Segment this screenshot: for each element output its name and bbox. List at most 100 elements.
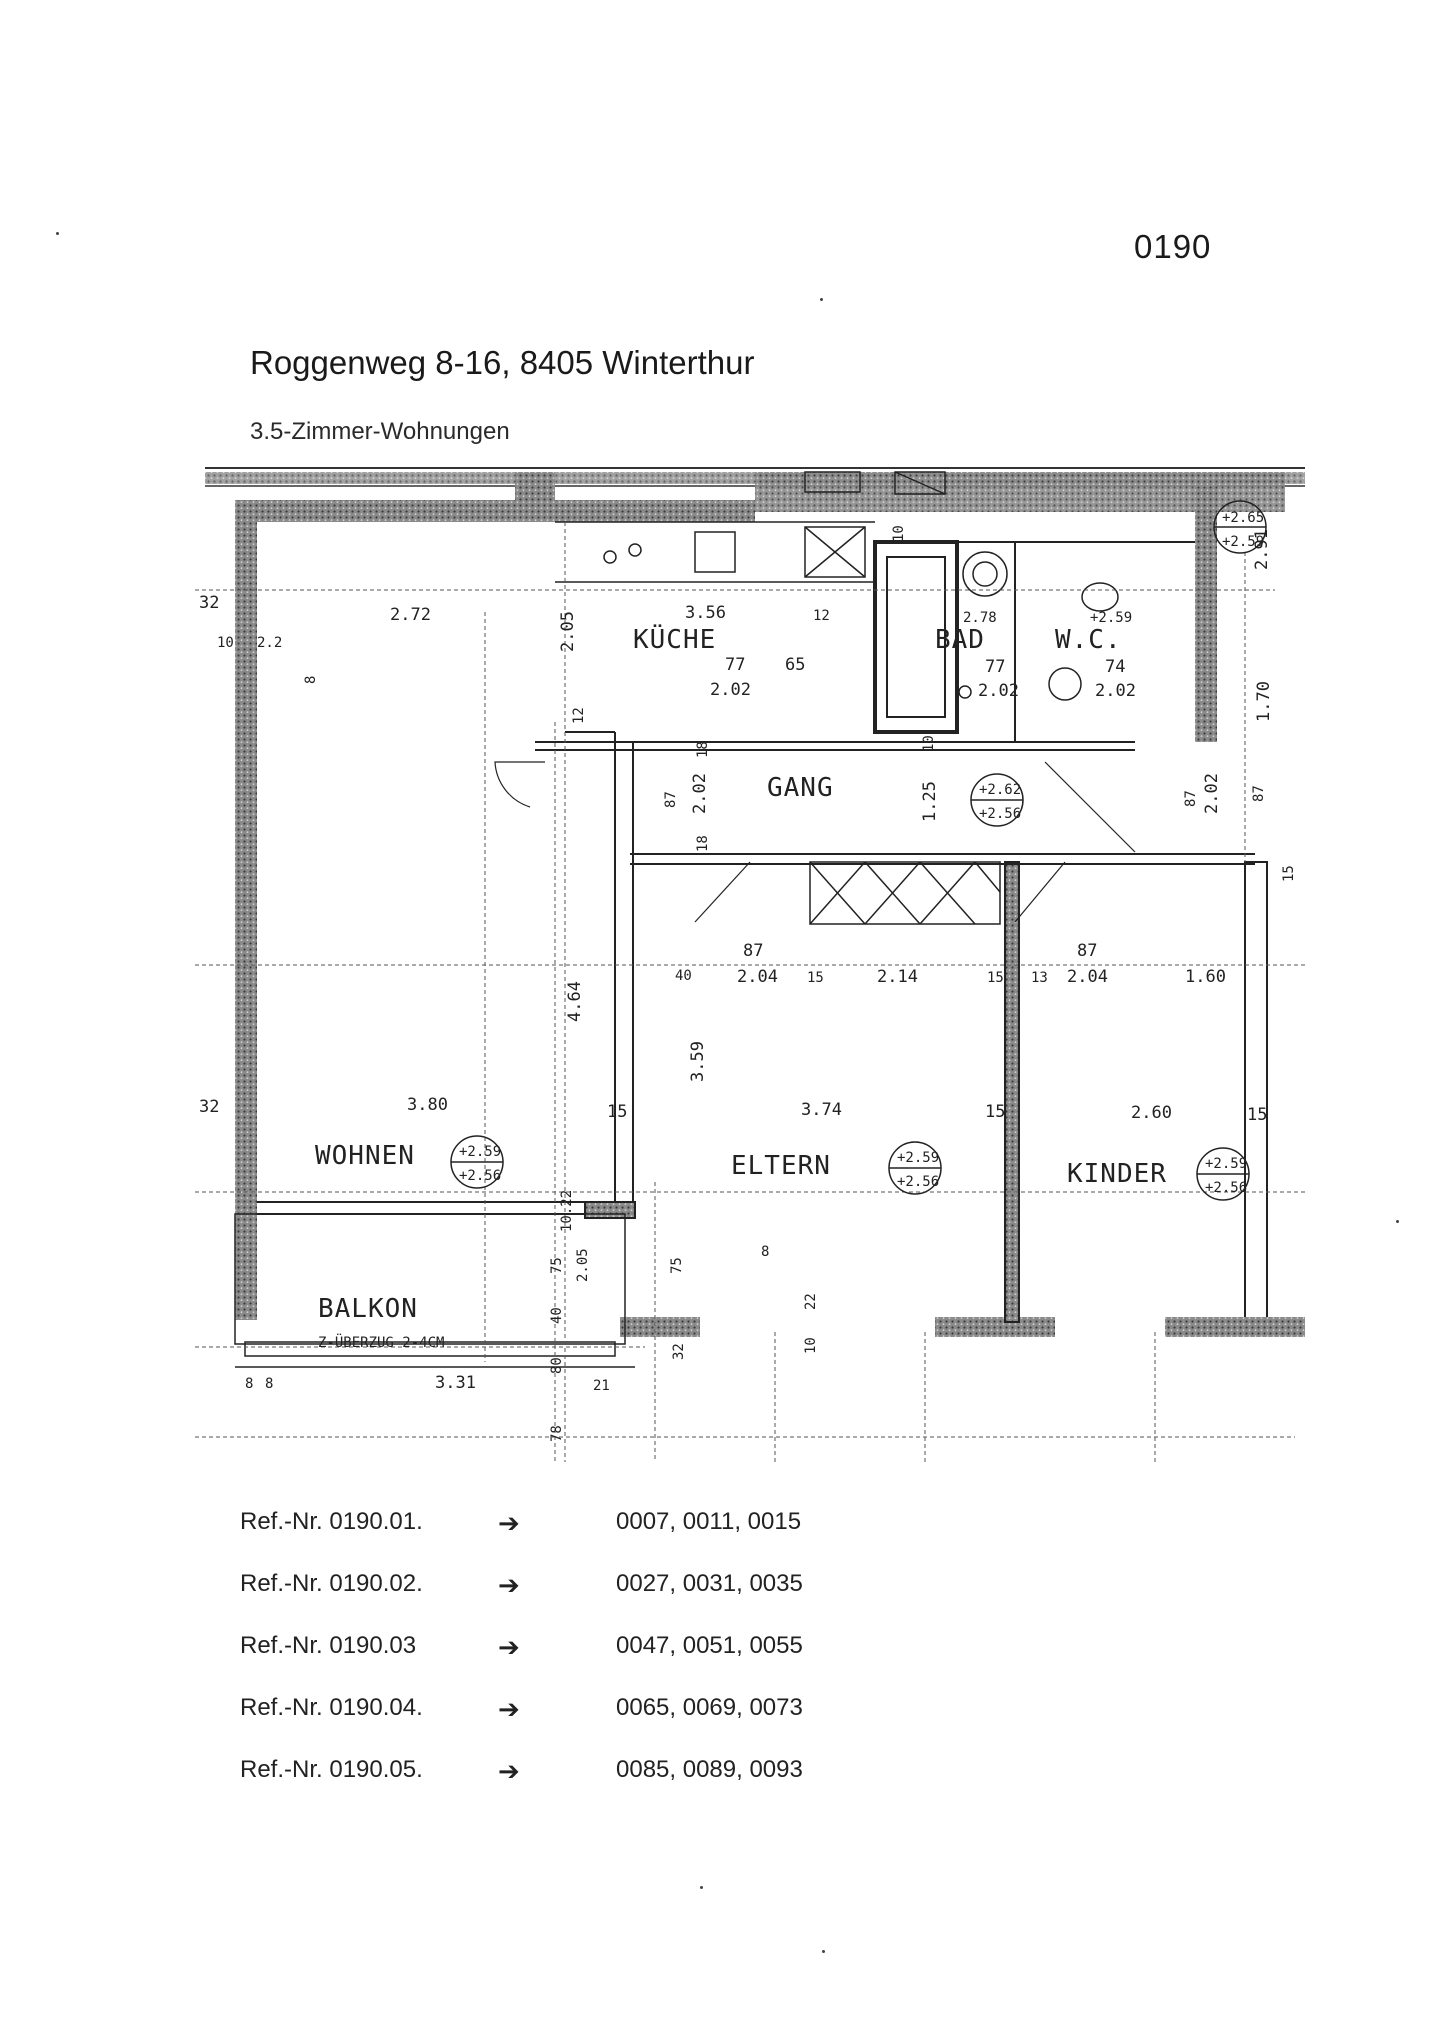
svg-text:32: 32 [199, 593, 219, 613]
reference-values: 0007, 0011, 0015 [616, 1508, 802, 1535]
svg-text:2.2: 2.2 [257, 635, 282, 651]
svg-text:2.14: 2.14 [877, 967, 918, 987]
svg-text:78: 78 [549, 1425, 565, 1442]
svg-text:32: 32 [671, 1343, 687, 1360]
svg-text:15: 15 [807, 970, 824, 986]
svg-text:2.91: 2.91 [1252, 529, 1272, 570]
svg-text:10.22: 10.22 [559, 1190, 575, 1232]
scan-speck [822, 1950, 825, 1953]
svg-text:1.70: 1.70 [1254, 681, 1274, 722]
svg-text:77: 77 [725, 655, 745, 675]
svg-text:77: 77 [985, 657, 1005, 677]
svg-text:+2.56: +2.56 [897, 1174, 939, 1190]
svg-text:15: 15 [987, 970, 1004, 986]
scan-speck [700, 1886, 703, 1889]
reference-values: 0027, 0031, 0035 [616, 1570, 803, 1597]
bathroom-fixtures [958, 551, 1119, 701]
scan-speck [56, 232, 59, 235]
svg-text:22: 22 [803, 1293, 819, 1310]
svg-text:+2.59: +2.59 [1222, 534, 1264, 550]
svg-text:87: 87 [1251, 785, 1267, 802]
svg-text:8: 8 [265, 1376, 273, 1392]
svg-text:+2.59: +2.59 [897, 1150, 939, 1166]
reference-label: Ref.-Nr. 0190.04. [240, 1694, 423, 1721]
room-labels: KÜCHE BAD W.C. GANG WOHNEN ELTERN KINDER… [315, 623, 1167, 1351]
balcony [234, 1213, 635, 1368]
svg-text:+2.62: +2.62 [979, 782, 1021, 798]
level-values: +2.65 +2.59 +2.62 +2.56 +2.59 +2.56 +2.5… [459, 510, 1264, 1196]
svg-text:+2.56: +2.56 [459, 1168, 501, 1184]
reference-values: 0085, 0089, 0093 [616, 1756, 803, 1783]
reference-label: Ref.-Nr. 0190.01. [240, 1508, 423, 1535]
svg-text:2.02: 2.02 [1202, 773, 1222, 814]
svg-text:75: 75 [669, 1257, 685, 1274]
svg-text:3.74: 3.74 [801, 1100, 842, 1120]
svg-text:+2.59: +2.59 [459, 1144, 501, 1160]
arrow-right-icon: ➔ [498, 1508, 520, 1538]
svg-text:10: 10 [921, 735, 937, 752]
dimension-lines [195, 522, 1305, 1462]
svg-text:80: 80 [549, 1357, 565, 1374]
svg-text:10: 10 [803, 1337, 819, 1354]
svg-text:+2.56: +2.56 [1205, 1180, 1247, 1196]
document-title: Roggenweg 8-16, 8405 Winterthur [250, 344, 755, 381]
reference-label: Ref.-Nr. 0190.03 [240, 1632, 417, 1659]
svg-text:+2.56: +2.56 [979, 806, 1021, 822]
room-label-wohnen: WOHNEN [315, 1141, 415, 1171]
svg-text:21: 21 [593, 1378, 610, 1394]
svg-text:18: 18 [695, 741, 711, 758]
dimension-texts: 2.72 3.56 2.05 12 12 77 65 2.02 2.78 77 … [199, 525, 1297, 1442]
svg-text:2.05: 2.05 [575, 1248, 591, 1282]
svg-text:2.02: 2.02 [1095, 681, 1136, 701]
level-markers [450, 500, 1267, 1201]
svg-text:40: 40 [675, 968, 692, 984]
floor-plan: KÜCHE BAD W.C. GANG WOHNEN ELTERN KINDER… [195, 462, 1315, 1462]
svg-text:8: 8 [761, 1244, 769, 1260]
svg-text:75: 75 [549, 1257, 565, 1274]
arrow-right-icon: ➔ [498, 1632, 520, 1662]
svg-text:2.04: 2.04 [1067, 967, 1108, 987]
wardrobes [809, 861, 1001, 925]
room-label-gang: GANG [767, 773, 834, 803]
svg-text:3.59: 3.59 [688, 1041, 708, 1082]
svg-text:+2.59: +2.59 [1205, 1156, 1247, 1172]
svg-text:1.25: 1.25 [920, 781, 940, 822]
svg-text:15: 15 [607, 1102, 627, 1122]
svg-text:87: 87 [1077, 941, 1097, 961]
svg-text:+2.59: +2.59 [1090, 610, 1132, 626]
page-number: 0190 [1134, 228, 1212, 265]
door-swings [494, 761, 1136, 923]
svg-text:32: 32 [199, 1097, 219, 1117]
svg-text:10: 10 [217, 635, 234, 651]
svg-text:2.04: 2.04 [737, 967, 778, 987]
arrow-right-icon: ➔ [498, 1756, 520, 1786]
svg-text:15: 15 [985, 1102, 1005, 1122]
svg-text:8: 8 [245, 1376, 253, 1392]
svg-text:87: 87 [1183, 790, 1199, 807]
svg-text:2.02: 2.02 [690, 773, 710, 814]
room-label-kinder: KINDER [1067, 1159, 1167, 1189]
svg-text:65: 65 [785, 655, 805, 675]
balkon-note: Z-ÜBERZUG 2-4CM [318, 1333, 444, 1351]
room-label-kueche: KÜCHE [633, 623, 716, 655]
svg-text:15: 15 [1281, 865, 1297, 882]
exterior-walls [235, 472, 1305, 1337]
reference-label: Ref.-Nr. 0190.02. [240, 1570, 423, 1597]
svg-text:2.05: 2.05 [558, 611, 578, 652]
room-label-wc: W.C. [1055, 625, 1122, 655]
svg-text:1.60: 1.60 [1185, 967, 1226, 987]
svg-text:13: 13 [1031, 970, 1048, 986]
svg-text:4.64: 4.64 [565, 981, 585, 1022]
svg-text:87: 87 [743, 941, 763, 961]
reference-label: Ref.-Nr. 0190.05. [240, 1756, 423, 1783]
scan-speck [1396, 1220, 1399, 1223]
reference-values: 0065, 0069, 0073 [616, 1694, 803, 1721]
kitchen-counter [555, 471, 946, 583]
svg-text:15: 15 [1247, 1105, 1267, 1125]
svg-text:18: 18 [695, 835, 711, 852]
room-label-balkon: BALKON [318, 1294, 418, 1324]
svg-text:12: 12 [813, 608, 830, 624]
svg-text:2.72: 2.72 [390, 605, 431, 625]
svg-text:2.60: 2.60 [1131, 1103, 1172, 1123]
svg-text:2.02: 2.02 [978, 681, 1019, 701]
